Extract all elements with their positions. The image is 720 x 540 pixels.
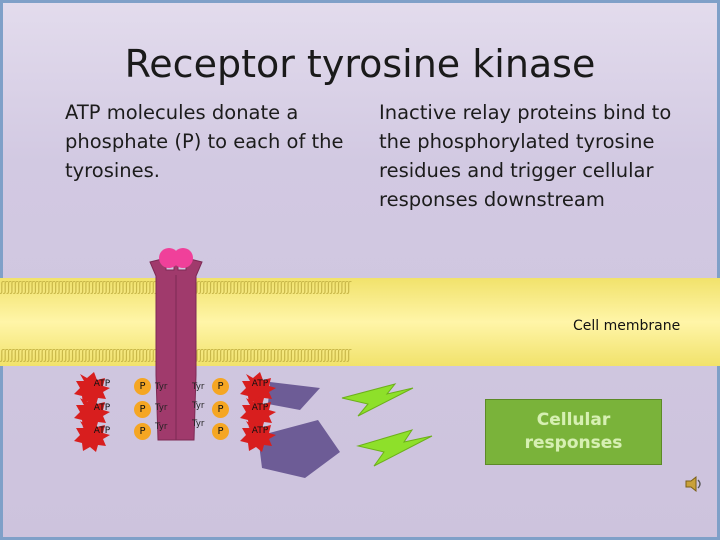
cell-membrane: ʃʃʃʃʃʃʃʃʃʃʃʃʃʃʃʃʃʃʃʃʃʃʃʃʃʃʃʃʃʃʃʃʃʃʃʃʃʃʃʃ… <box>0 278 720 366</box>
membrane-label: Cell membrane <box>573 318 681 334</box>
cellular-responses-box: Cellular responses <box>485 399 662 465</box>
tyrosine-right-1: Tyr <box>192 382 205 392</box>
atp-left-2: ATP <box>93 403 111 413</box>
atp-left-1: ATP <box>93 379 111 389</box>
phosphate-left-3: P <box>134 423 151 440</box>
atp-right-1: ATP <box>251 379 269 389</box>
phosphate-left-2: P <box>134 401 151 418</box>
atp-star-right-3 <box>240 419 276 452</box>
atp-right-2: ATP <box>251 403 269 413</box>
atp-star-right-1 <box>240 372 276 405</box>
speaker-icon[interactable] <box>684 474 704 494</box>
bolt-upper <box>341 383 414 417</box>
relay-protein-bottom <box>258 420 340 478</box>
left-caption: ATP molecules donate a phosphate (P) to … <box>65 101 344 182</box>
phosphate-right-1: P <box>212 378 229 395</box>
phosphate-right-2: P <box>212 401 229 418</box>
ligand-right <box>173 248 193 268</box>
tyrosine-left-2: Tyr <box>155 403 168 413</box>
tyrosine-left-1: Tyr <box>155 382 168 392</box>
tyrosine-right-3: Tyr <box>192 419 205 429</box>
right-caption: Inactive relay proteins bind to the phos… <box>379 101 672 211</box>
bolt-lower <box>356 429 433 467</box>
phosphate-right-3: P <box>212 423 229 440</box>
atp-right-3: ATP <box>251 426 269 436</box>
atp-left-3: ATP <box>93 426 111 436</box>
phosphate-left-1: P <box>134 378 151 395</box>
cellular-responses-label: Cellular responses <box>524 410 623 453</box>
tyrosine-left-3: Tyr <box>155 422 168 432</box>
tyrosine-right-2: Tyr <box>192 401 205 411</box>
slide-title: Receptor tyrosine kinase <box>124 42 596 86</box>
atp-star-right-2 <box>240 396 276 429</box>
relay-protein-top <box>268 382 320 410</box>
ligand-left <box>159 248 179 268</box>
atp-star-left-3 <box>74 419 110 452</box>
atp-star-left-1 <box>74 372 110 405</box>
atp-star-left-2 <box>74 396 110 429</box>
